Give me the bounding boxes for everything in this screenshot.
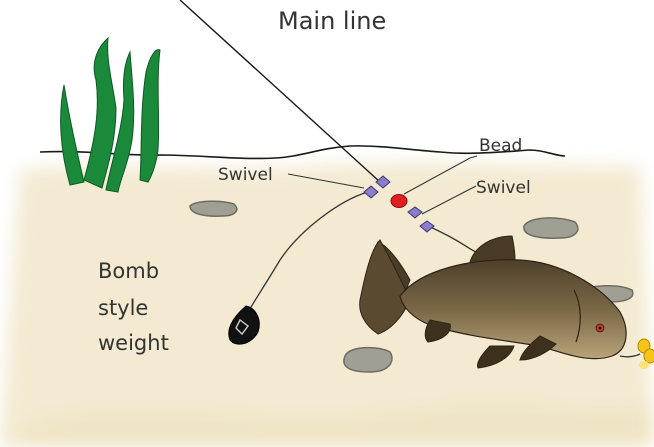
bead-icon xyxy=(391,195,407,208)
main-line-label: Main line xyxy=(278,7,386,35)
stone xyxy=(344,348,392,372)
stone xyxy=(524,218,578,238)
weight-label-line-2: style xyxy=(98,296,148,320)
swivel-left-label: Swivel xyxy=(218,165,273,185)
bead-label: Bead xyxy=(479,136,522,156)
pond-weed xyxy=(61,38,160,192)
stone xyxy=(190,201,237,216)
weight-label-line-3: weight xyxy=(98,331,169,355)
weight-label-line-1: Bomb xyxy=(98,259,159,283)
swivel-right-label: Swivel xyxy=(476,178,531,198)
